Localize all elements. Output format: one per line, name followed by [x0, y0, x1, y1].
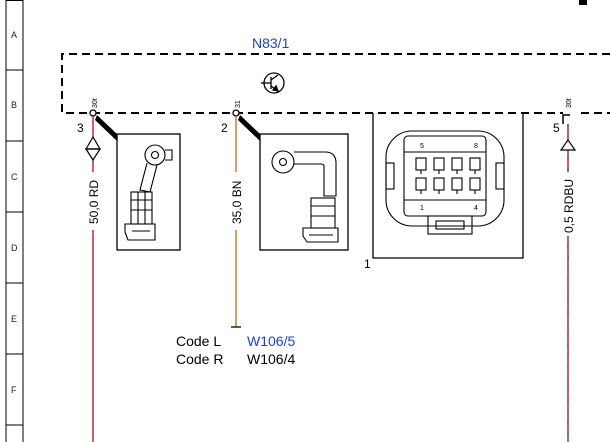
strap-1-symbol [95, 115, 181, 251]
wire-50-rd: 50,0 RD [84, 116, 102, 442]
row-label-b: B [11, 100, 17, 110]
module-label: N83/1 [252, 35, 290, 51]
terminal-3: 3 30t [77, 98, 99, 135]
connector-pin-8: 8 [474, 143, 478, 150]
transistor-icon [261, 72, 285, 94]
terminal-5-tag: 30t [566, 98, 573, 108]
code-r-value: W106/4 [247, 351, 295, 367]
code-l-value: W106/5 [247, 333, 295, 349]
terminal-3-number: 3 [77, 121, 84, 135]
row-label-c: C [11, 172, 18, 182]
wire-0-5-rdbu: 0,5 RDBU [559, 124, 577, 442]
terminal-2-tag: 31 [235, 100, 242, 108]
connector-pin-1: 1 [420, 205, 424, 212]
connector-pin-5: 5 [420, 143, 424, 150]
terminal-3-tag: 30t [92, 98, 99, 108]
module-boundary [61, 53, 610, 114]
strap-2-symbol [238, 115, 349, 251]
connector-block: 1 [364, 113, 524, 271]
terminal-2: 2 31 [221, 100, 242, 135]
wire-0-5-rdbu-label: 0,5 RDBU [562, 179, 576, 233]
terminal-5-number: 5 [553, 121, 560, 135]
code-l-label: Code L [176, 333, 221, 349]
connector-plug-icon [385, 130, 505, 235]
row-label-e: E [11, 314, 17, 324]
row-label-d: D [11, 243, 18, 253]
wire-35-bn: 35,0 BN [228, 116, 244, 328]
connector-pin-4: 4 [474, 205, 478, 212]
code-r-label: Code R [176, 351, 223, 367]
terminal-5: 5 30t [553, 98, 573, 135]
row-label-column: A B C D E F [5, 0, 24, 442]
code-references: Code L W106/5 Code R W106/4 [176, 333, 295, 367]
row-label-a: A [11, 30, 17, 40]
corner-mark [579, 0, 587, 5]
wire-35-bn-label: 35,0 BN [230, 181, 244, 224]
row-label-f: F [11, 385, 17, 395]
connector-ref-label: 1 [364, 257, 371, 271]
terminal-2-number: 2 [221, 121, 228, 135]
wire-50-rd-label: 50,0 RD [87, 180, 101, 224]
